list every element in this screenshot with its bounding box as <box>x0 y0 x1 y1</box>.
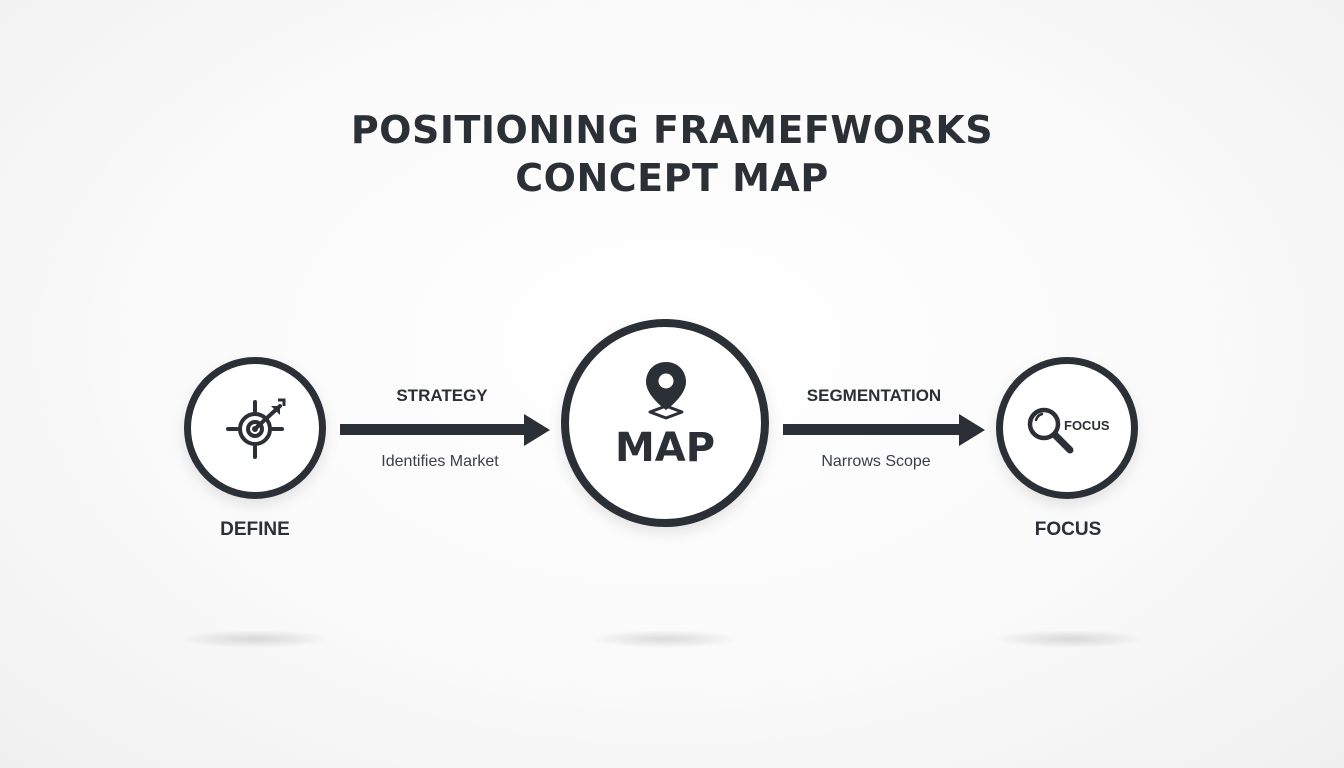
map-floor-shadow <box>590 630 740 648</box>
segmentation-arrow <box>783 414 985 446</box>
focus-label: FOCUS <box>1034 519 1102 540</box>
focus-node[interactable] <box>996 357 1138 499</box>
page-subtitle: CONCEPT MAP <box>515 156 829 200</box>
segmentation-label: SEGMENTATION <box>806 386 942 405</box>
magnifier-icon <box>1027 407 1074 454</box>
strategy-sublabel: Identifies Market <box>381 453 499 470</box>
strategy-arrow <box>340 414 550 446</box>
map-pin-icon <box>646 362 686 420</box>
target-arrow-icon <box>226 398 286 459</box>
map-node-label: MAP <box>614 425 716 471</box>
page-title: POSITIONING FRAMEFWORKS <box>350 108 994 152</box>
strategy-label: STRATEGY <box>396 386 488 405</box>
map-node[interactable] <box>561 319 769 527</box>
focus-floor-shadow <box>995 630 1145 648</box>
focus-node-inner-label: FOCUS <box>1064 418 1110 433</box>
define-node[interactable] <box>184 357 326 499</box>
define-floor-shadow <box>180 630 330 648</box>
segmentation-sublabel: Narrows Scope <box>821 453 931 470</box>
define-label: DEFINE <box>220 519 290 540</box>
